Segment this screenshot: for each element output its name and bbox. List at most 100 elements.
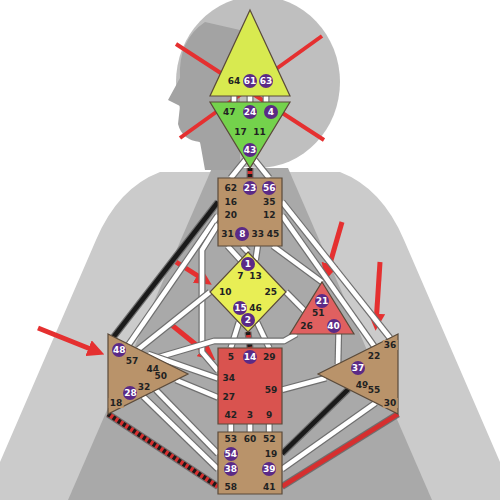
gate-number: 57	[125, 356, 140, 366]
channel-line	[230, 424, 231, 432]
gate-number: 29	[262, 352, 277, 362]
channel-outline	[282, 202, 390, 338]
ajna-center: 47244171143	[210, 102, 290, 168]
channel-fill	[232, 96, 237, 102]
channel-outline	[247, 96, 254, 102]
channel-outline	[282, 378, 326, 390]
channel-fill	[242, 246, 248, 252]
gate-number: 51	[311, 308, 326, 318]
channel-fill	[282, 378, 326, 390]
gate-number: 50	[154, 371, 169, 381]
channel-outline	[242, 246, 248, 252]
active-gate-number: 37	[351, 361, 365, 375]
gate-number: 19	[264, 449, 279, 459]
pointer-arrow	[376, 262, 380, 324]
gate-number: 18	[109, 398, 124, 408]
gate-number: 45	[266, 229, 281, 239]
active-gate-number: 14	[243, 350, 257, 364]
channel-outline	[227, 424, 234, 432]
active-gate-number: 54	[224, 447, 238, 461]
active-gate-number: 39	[262, 462, 276, 476]
gate-number: 11	[252, 127, 267, 137]
heart-center: 21512640	[290, 282, 354, 334]
channel-line	[269, 424, 270, 432]
channel-fill	[255, 160, 269, 178]
active-gate-number: 48	[112, 343, 126, 357]
center-shape	[210, 102, 290, 168]
channel-fill	[282, 414, 398, 487]
gate-number: 10	[218, 287, 233, 297]
center-shape	[318, 334, 398, 414]
channel-stripe	[248, 168, 253, 178]
active-gate-number: 1	[241, 257, 255, 271]
gate-number: 22	[367, 351, 382, 361]
active-gate-number: 24	[243, 105, 257, 119]
channel-fill	[229, 424, 234, 432]
channel-line	[250, 96, 251, 102]
active-gate-number: 40	[327, 319, 341, 333]
channel-line	[282, 378, 326, 390]
channel-line	[338, 334, 340, 364]
gate-number: 58	[224, 482, 239, 492]
active-gate-number: 38	[224, 462, 238, 476]
gate-number: 47	[222, 107, 237, 117]
channel-outline	[176, 380, 218, 397]
gate-number: 62	[224, 183, 239, 193]
channel-fill	[282, 202, 390, 338]
channel-fill	[248, 424, 253, 432]
gate-number: 20	[224, 210, 239, 220]
throat-center: 622356163520123183345	[218, 178, 282, 246]
gate-number: 13	[248, 271, 263, 281]
channel-line	[282, 414, 398, 487]
body-silhouette	[0, 172, 500, 500]
gate-number: 35	[262, 197, 277, 207]
channel-line	[228, 246, 241, 260]
channel-fill	[138, 292, 210, 349]
channel-line	[250, 424, 251, 432]
channel-line	[282, 202, 390, 338]
solar-plexus-center: 362237495530	[318, 334, 398, 414]
gate-number: 64	[227, 76, 242, 86]
gate-number: 27	[222, 392, 237, 402]
gate-number: 9	[265, 410, 273, 420]
center-shape	[210, 10, 290, 96]
channel-fill	[282, 215, 374, 346]
pointer-arrow	[38, 328, 98, 352]
channel-outline	[231, 160, 245, 178]
channel-outline	[231, 96, 238, 102]
gate-number: 55	[367, 385, 382, 395]
gate-number: 33	[250, 229, 265, 239]
gate-number: 34	[222, 373, 237, 383]
center-shape	[218, 348, 282, 424]
channel-fill	[248, 168, 253, 178]
channel-line	[266, 96, 267, 102]
body-inner-shade	[68, 168, 432, 500]
gate-number: 46	[248, 303, 263, 313]
channel-outline	[156, 390, 218, 454]
gate-number: 17	[233, 127, 248, 137]
spleen-center: 48574450322818	[108, 334, 188, 414]
channel-fill	[336, 334, 341, 364]
sacral-center: 514293459274239	[218, 348, 282, 424]
channel-outline	[256, 246, 258, 260]
channel-outline	[138, 292, 210, 349]
channel-line	[234, 96, 235, 102]
channel-outline	[247, 168, 254, 178]
head-center: 646163	[210, 10, 290, 96]
center-shape	[210, 252, 286, 332]
gate-number: 59	[264, 385, 279, 395]
channel-outline	[228, 246, 241, 260]
center-shape	[218, 432, 282, 494]
center-shape	[218, 178, 282, 246]
gate-number: 3	[246, 410, 254, 420]
active-gate-number: 2	[241, 313, 255, 327]
gate-number: 25	[264, 287, 279, 297]
gate-number: 31	[220, 229, 235, 239]
channel-outline	[286, 292, 304, 311]
center-shape	[108, 334, 188, 414]
channel-fill	[256, 246, 258, 260]
active-gate-number: 4	[264, 105, 278, 119]
root-center: 536052541938395841	[218, 432, 282, 494]
channel-outline	[266, 424, 273, 432]
channel-outline	[143, 396, 218, 469]
